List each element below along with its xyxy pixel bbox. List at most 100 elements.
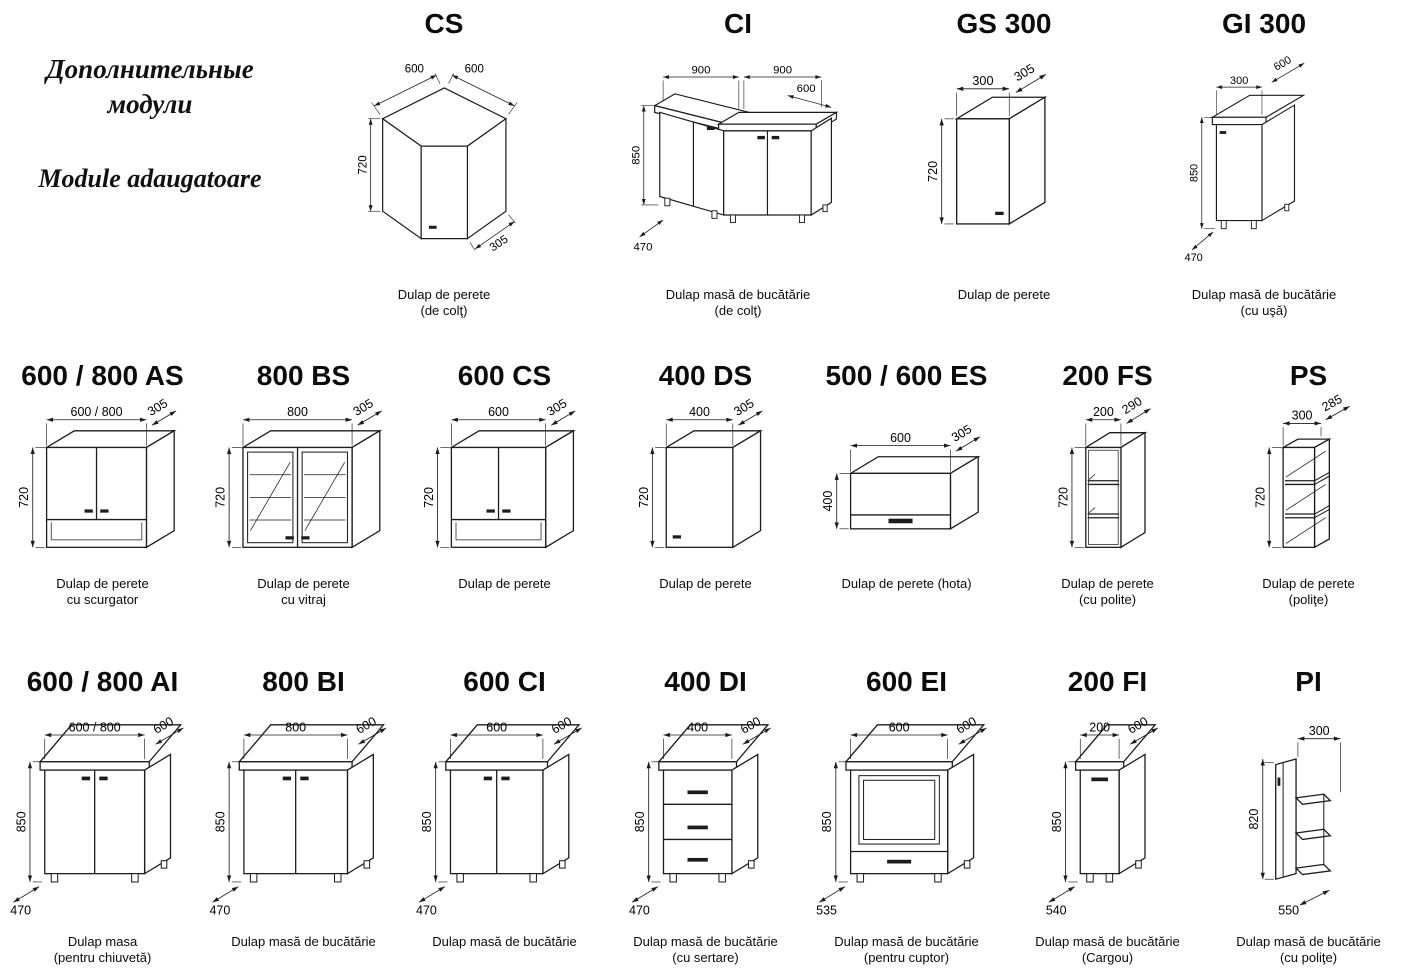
module-caption-line: (cu uşă) [1240, 303, 1288, 319]
svg-text:305: 305 [145, 396, 170, 419]
svg-text:200: 200 [1092, 405, 1113, 419]
module-caption-line: (Cargou) [1081, 950, 1134, 966]
svg-text:470: 470 [633, 241, 652, 253]
svg-text:820: 820 [1247, 809, 1261, 830]
module-code: CS [424, 8, 464, 39]
module-caption-line: Dulap de perete [397, 287, 491, 302]
module-caption: Dulap masă de bucătărie(cu uşă) [1192, 287, 1337, 320]
svg-text:600: 600 [486, 720, 507, 734]
header-block: Дополнительные модули Module adaugatoare [4, 8, 296, 196]
module-code: 800 BI [262, 666, 345, 698]
svg-text:850: 850 [631, 146, 643, 165]
svg-text:720: 720 [213, 486, 227, 507]
svg-text:300: 300 [1308, 724, 1329, 738]
svg-text:470: 470 [416, 904, 437, 918]
module-caption-line: cu vitraj [281, 591, 326, 607]
module-caption: Dulap masă de bucătărie [432, 934, 577, 950]
svg-text:305: 305 [949, 422, 974, 445]
module-code: GS 300 [956, 8, 1052, 39]
svg-text:850: 850 [420, 812, 434, 833]
module-caption-line: (de colţ) [420, 303, 468, 319]
svg-text:470: 470 [1185, 252, 1203, 264]
module-code: 400 DI [664, 666, 747, 698]
module-caption: Dulap de perete (hota) [841, 576, 971, 592]
module-caption: Dulap masă de bucătărie(de colţ) [666, 287, 811, 320]
module-caption-line: Dulap masă de bucătărie [432, 934, 577, 950]
module-code: 600 / 800 AI [26, 666, 179, 698]
svg-text:300: 300 [973, 74, 994, 88]
row-top: Дополнительные модули Module adaugatoare… [0, 4, 1411, 320]
svg-text:720: 720 [421, 486, 435, 507]
svg-text:600 / 800: 600 / 800 [68, 720, 120, 734]
module-caption-line: Dulap masă de bucătărie [665, 287, 811, 302]
module-code: CI [724, 8, 752, 39]
svg-text:305: 305 [487, 233, 510, 254]
module-caption-line: Dulap masă de bucătărie [834, 934, 979, 950]
module-code: 400 DS [658, 359, 753, 391]
module-caption: Dulap de perete(de colţ) [398, 287, 491, 320]
svg-text:720: 720 [926, 161, 940, 182]
svg-text:900: 900 [773, 65, 792, 77]
module-caption-line: Dulap de perete [56, 575, 149, 591]
module-code: PI [1295, 666, 1322, 698]
svg-text:200: 200 [1089, 720, 1110, 734]
svg-text:600: 600 [488, 405, 509, 419]
svg-text:720: 720 [636, 486, 650, 507]
svg-text:300: 300 [1230, 75, 1248, 87]
svg-text:720: 720 [1253, 486, 1267, 507]
svg-text:305: 305 [350, 396, 375, 419]
svg-text:600: 600 [890, 430, 911, 444]
svg-text:470: 470 [209, 904, 230, 918]
module-caption: Dulap de perete [958, 287, 1051, 303]
title-romanian: Module adaugatoare [38, 164, 262, 194]
svg-text:720: 720 [357, 155, 369, 174]
svg-text:600: 600 [888, 720, 909, 734]
svg-text:850: 850 [14, 812, 28, 833]
cabinet-drawing-wall-cabinet-single-door: 300 305 720 [926, 61, 1048, 226]
title-russian: Дополнительные модули [46, 54, 254, 120]
module-caption-line: Dulap masă de bucătărie [633, 934, 778, 950]
svg-text:470: 470 [10, 904, 31, 918]
svg-text:535: 535 [816, 904, 837, 918]
module-caption: Dulap de perete(poliţe) [1262, 576, 1355, 609]
module-caption-line: Dulap masa [67, 934, 138, 950]
svg-text:800: 800 [285, 720, 306, 734]
module-code: 600 CI [463, 666, 546, 698]
module-caption-line: (pentru chiuvetă) [53, 950, 152, 966]
module-caption: Dulap masă de bucătărie(pentru cuptor) [834, 934, 979, 967]
module-caption: Dulap masă de bucătărie(cu sertare) [633, 934, 778, 967]
module-caption: Dulap masa(pentru chiuvetă) [54, 934, 152, 967]
module-code: PS [1289, 359, 1328, 391]
module-caption: Dulap de perete [659, 576, 752, 592]
svg-text:720: 720 [17, 486, 31, 507]
module-caption-line: Dulap de perete [1262, 575, 1355, 591]
svg-text:400: 400 [687, 720, 708, 734]
svg-text:305: 305 [1012, 61, 1037, 84]
module-caption-line: Dulap de perete [659, 575, 752, 591]
svg-text:400: 400 [689, 405, 710, 419]
module-caption-line: (cu poliţe) [1279, 950, 1338, 966]
